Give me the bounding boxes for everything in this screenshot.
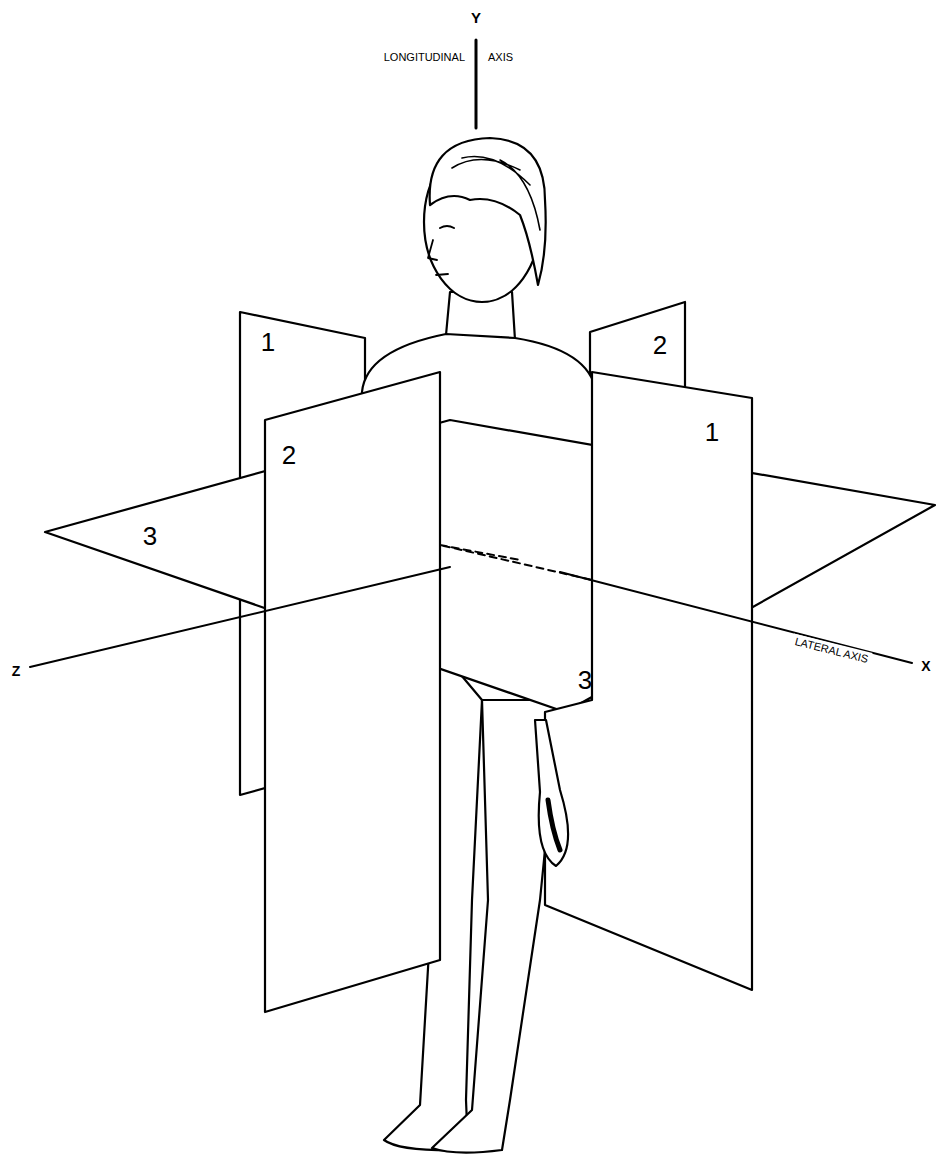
axis-letter: X — [921, 659, 930, 674]
longitudinal-axis — [475, 40, 478, 128]
transverse-plane — [45, 420, 935, 712]
axis-letter: Z — [12, 664, 21, 679]
plane-number: 2 — [282, 441, 296, 470]
sagittal-plane-front — [545, 372, 752, 990]
plane-number: 1 — [261, 328, 275, 357]
plane-number: 3 — [578, 666, 592, 695]
hand — [535, 720, 568, 866]
plane-number: 3 — [143, 522, 157, 551]
z-axis — [30, 567, 450, 667]
hair — [430, 138, 546, 285]
plane-number: 2 — [653, 331, 667, 360]
mouth — [436, 274, 448, 275]
axis-label: AXIS — [488, 51, 513, 63]
axis-letter: Y — [471, 10, 481, 27]
hair-strands — [452, 157, 540, 230]
hand-shading — [548, 800, 560, 850]
frontal-plane-front — [265, 372, 440, 1012]
hidden-body-outline — [440, 380, 592, 580]
axis-label: LONGITUDINAL — [384, 51, 465, 63]
nose — [428, 240, 437, 260]
axis-label: LATERAL AXIS — [791, 633, 873, 666]
plane-number: 1 — [705, 418, 719, 447]
eye — [440, 226, 454, 228]
